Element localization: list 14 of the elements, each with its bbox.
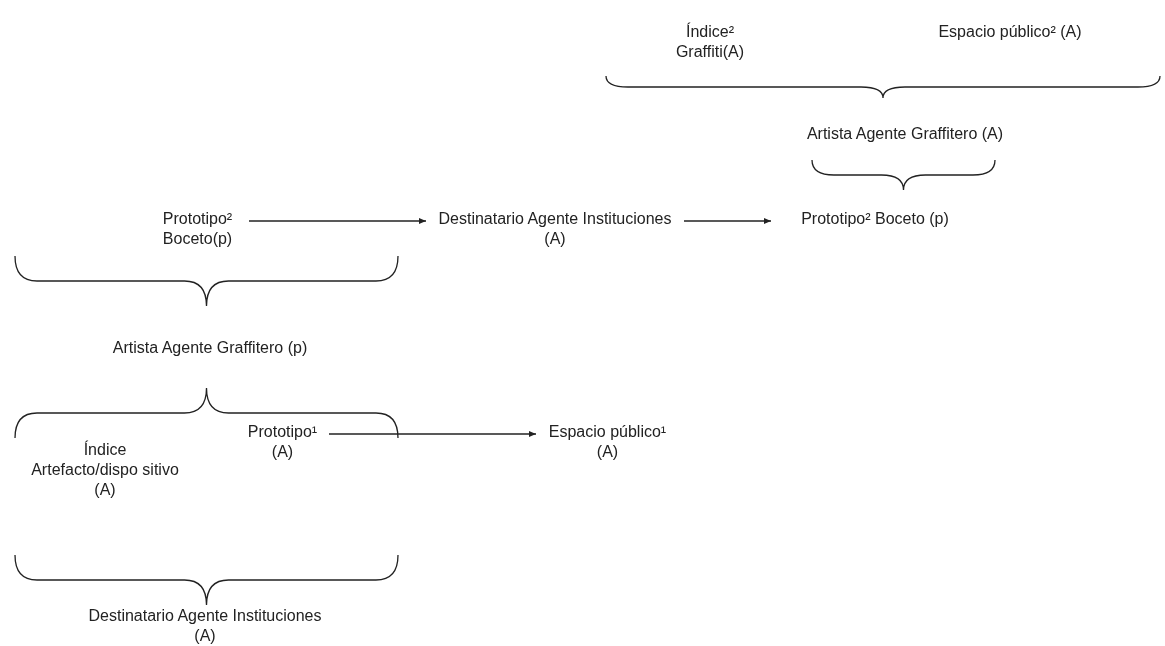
text-label: Destinatario Agente Instituciones (A): [87, 606, 323, 646]
arrow: [248, 218, 427, 224]
node-label: Destinatario Agente Instituciones (A): [430, 209, 680, 249]
text-label: Índice² Graffiti(A): [674, 22, 746, 62]
arrow: [328, 431, 537, 437]
text-label: Espacio público² (A): [937, 22, 1083, 42]
node-label: Espacio público¹ (A): [540, 422, 675, 462]
node-label: Prototipo² Boceto(p): [150, 209, 245, 249]
text-label: Artista Agente Graffitero (A): [805, 124, 1005, 144]
text-label: Índice Artefacto/dispo sitivo (A): [30, 440, 180, 500]
node-label: Prototipo¹ (A): [240, 422, 325, 462]
arrow: [683, 218, 772, 224]
text-label: Artista Agente Graffitero (p): [111, 338, 309, 358]
node-label: Prototipo² Boceto (p): [775, 209, 975, 229]
